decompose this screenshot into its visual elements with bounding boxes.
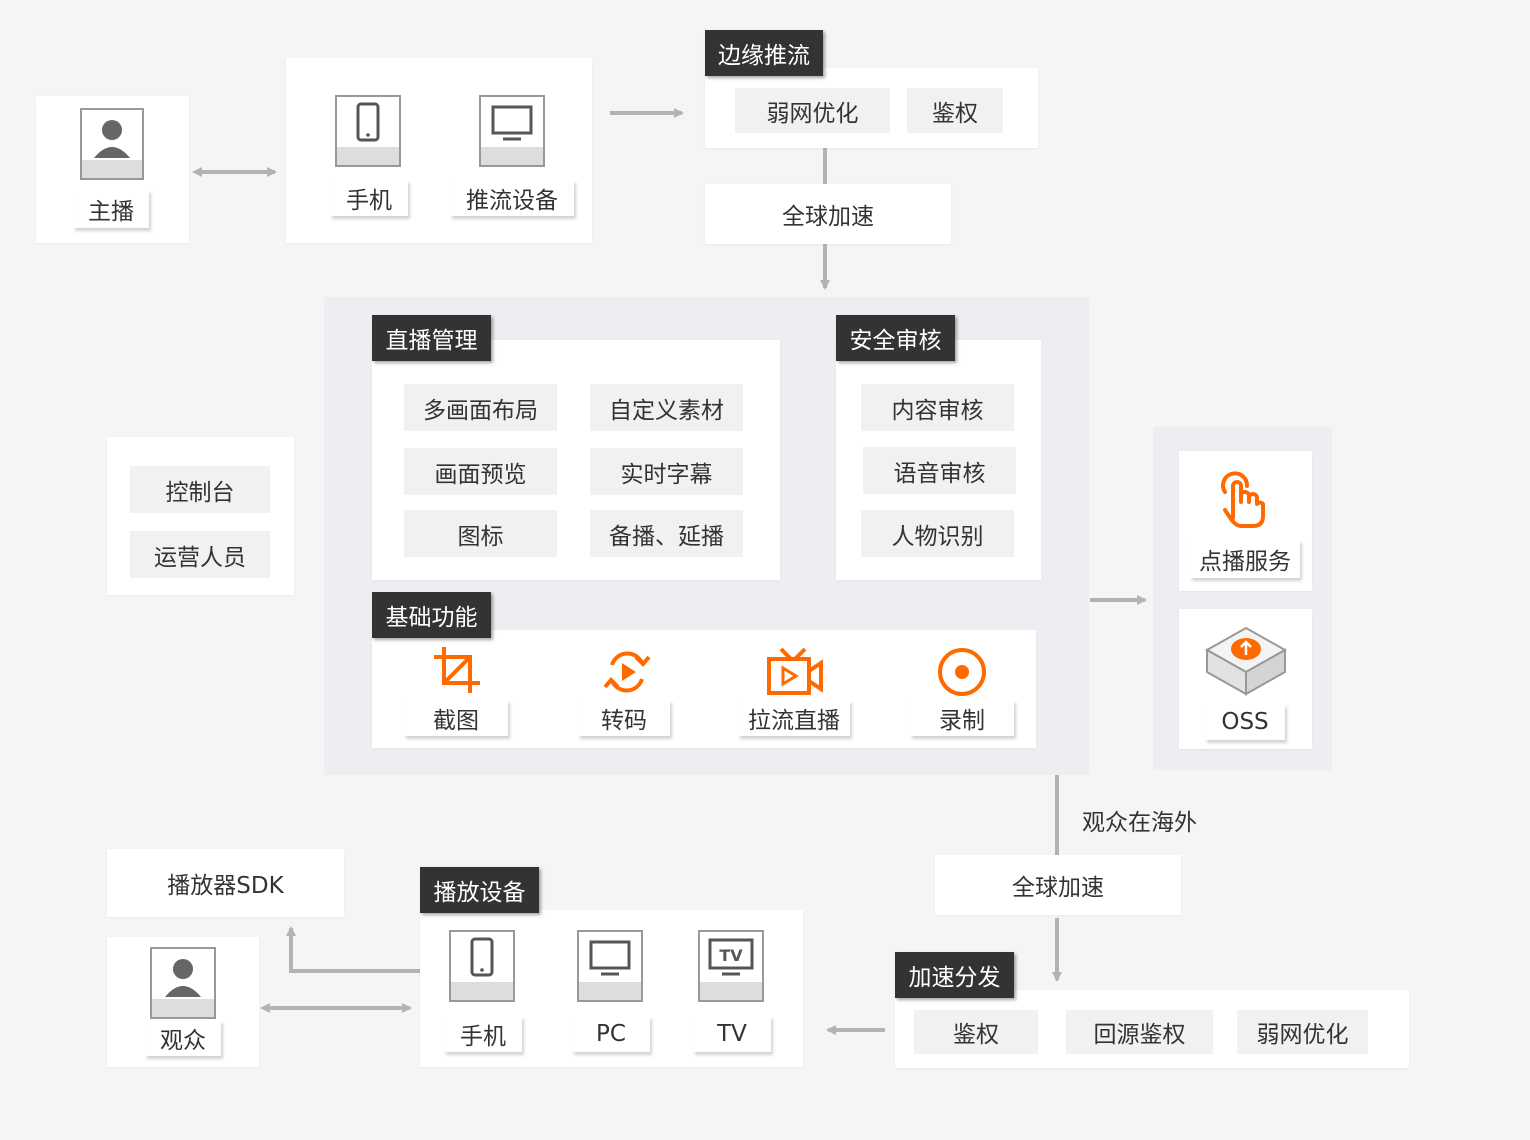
- transcode-icon: [603, 651, 651, 693]
- audience-label: 观众: [145, 1020, 221, 1056]
- live-management-item: 多画面布局: [404, 384, 557, 431]
- live-management-title: 直播管理: [372, 315, 491, 361]
- global-accel-top: 全球加速: [705, 184, 951, 244]
- basic-function-label: 录制: [910, 700, 1014, 736]
- security-review-item: 语音审核: [863, 447, 1016, 494]
- tap-icon: [1221, 471, 1265, 528]
- player-sdk: 播放器SDK: [107, 849, 344, 917]
- console-item: 控制台: [130, 466, 270, 513]
- basic-functions-title: 基础功能: [372, 592, 491, 638]
- overseas-label: 观众在海外: [1082, 810, 1197, 836]
- crop-icon: [434, 647, 480, 693]
- edge-push-item: 鉴权: [907, 88, 1003, 133]
- live-management-item: 自定义素材: [590, 384, 743, 431]
- live-management-item: 备播、延播: [590, 510, 743, 557]
- live-management-item: 画面预览: [404, 448, 557, 495]
- basic-function-label: 转码: [578, 700, 670, 736]
- camera-icon: [767, 647, 823, 695]
- live-management-item: 图标: [404, 510, 557, 557]
- security-review-item: 人物识别: [861, 510, 1014, 557]
- console-item: 运营人员: [130, 531, 270, 578]
- global-accel-bottom: 全球加速: [935, 855, 1181, 915]
- oss-icon: [1204, 626, 1288, 696]
- edge-push-item: 弱网优化: [735, 88, 890, 133]
- vod-label: 点播服务: [1190, 540, 1300, 578]
- security-review-title: 安全审核: [836, 315, 955, 361]
- anchor-label: 主播: [73, 190, 149, 228]
- accel-distribution-title: 加速分发: [895, 952, 1014, 998]
- oss-label: OSS: [1205, 704, 1285, 740]
- user-icon: [80, 108, 144, 180]
- player-phone-label: 手机: [444, 1016, 522, 1052]
- svg-text:TV: TV: [719, 946, 743, 965]
- player-devices-title: 播放设备: [420, 867, 539, 913]
- player-tv-label: TV: [693, 1016, 771, 1052]
- phone-icon: [335, 95, 401, 167]
- accel-distribution-item: 回源鉴权: [1066, 1010, 1213, 1054]
- push-equipment-label: 推流设备: [450, 180, 574, 216]
- user-icon: [150, 947, 216, 1019]
- phone-icon: [449, 930, 515, 1002]
- basic-function-label: 截图: [404, 700, 508, 736]
- basic-function-label: 拉流直播: [738, 700, 850, 736]
- player-pc-label: PC: [572, 1016, 650, 1052]
- security-review-item: 内容审核: [861, 384, 1014, 431]
- edge-push-title: 边缘推流: [705, 30, 823, 76]
- record-icon: [938, 648, 986, 696]
- push-equipment-icon: [479, 95, 545, 167]
- accel-distribution-item: 鉴权: [914, 1010, 1038, 1054]
- phone-label: 手机: [330, 180, 408, 216]
- accel-distribution-item: 弱网优化: [1237, 1010, 1368, 1054]
- live-management-item: 实时字幕: [590, 448, 743, 495]
- tv-icon: TV: [698, 930, 764, 1002]
- pc-icon: [577, 930, 643, 1002]
